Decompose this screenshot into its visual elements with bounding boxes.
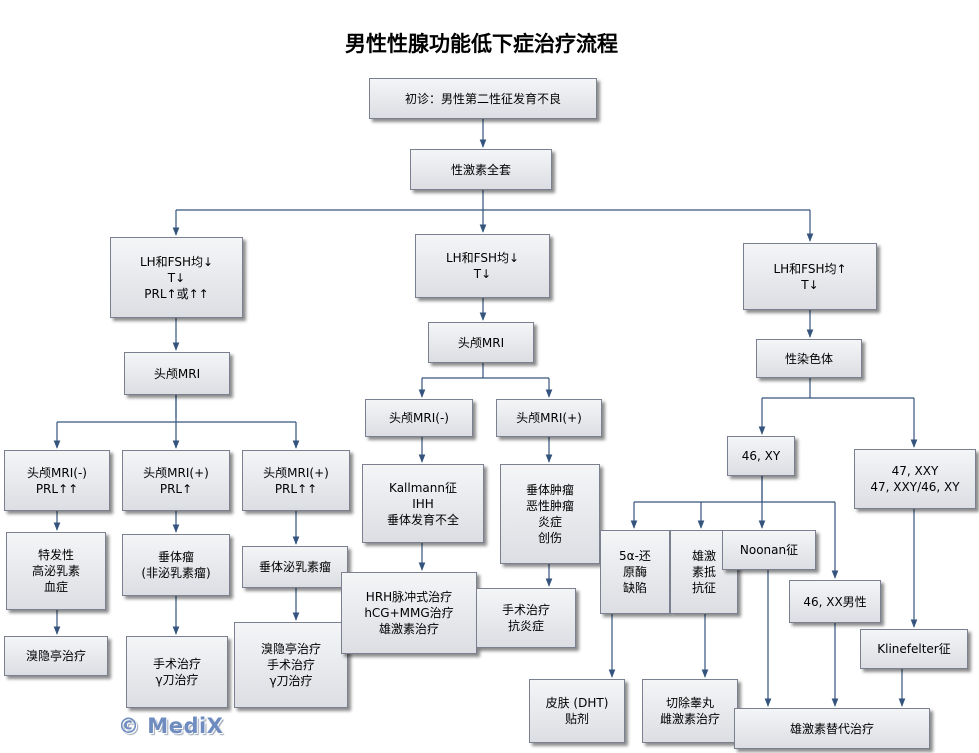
karyotype-node: 性染色体	[756, 339, 862, 378]
pituitary-causes-node: 垂体肿瘤恶性肿瘤炎症创伤	[500, 464, 600, 564]
node-text-line: 皮肤 (DHT)	[545, 696, 609, 710]
node-text-line: 炎症	[537, 515, 562, 529]
bromo-surgery-gamma-node: 溴隐亭治疗手术治疗 γ刀治疗	[234, 622, 348, 708]
node-text-line: γ刀治疗	[269, 674, 313, 688]
hormone-panel-node: 性激素全套	[410, 149, 552, 190]
node-text-line: 头颅MRI	[153, 366, 201, 381]
node-text-line: 头颅MRI(+)	[516, 411, 582, 425]
node-text-line: 雄激	[691, 549, 716, 563]
node-text-line: 贴剂	[564, 712, 589, 726]
node-text-line: PRL↑	[159, 481, 193, 496]
node-text-line: 雄激素替代治疗	[789, 721, 874, 736]
node-text-line: 雄激素治疗	[378, 622, 439, 636]
androgen-replacement-node: 雄激素替代治疗	[734, 708, 930, 749]
node-text-line: T↓	[801, 277, 819, 292]
left-mri-node: 头颅MRI	[124, 352, 230, 395]
l-mri-pos2-node: 头颅MRI(+)PRL↑↑	[242, 450, 350, 511]
node-text-line: 手术治疗	[266, 658, 315, 672]
k-47xxy-node: 47, XXY 47, XXY/46, XY	[854, 449, 976, 509]
node-text-line: 头颅MRI(+)	[263, 465, 329, 480]
node-text-line: (非泌乳素瘤)	[141, 566, 211, 580]
middle-mri-node: 头颅MRI	[428, 322, 534, 363]
node-text-line: 头颅MRI(+)	[143, 465, 209, 480]
node-text-line: hCG+MMG治疗	[364, 606, 454, 620]
node-text-line: Kallmann征	[389, 480, 457, 495]
node-text-line: 46, XY	[741, 449, 781, 463]
node-text-line: PRL↑↑	[274, 481, 318, 496]
five-alpha-node: 5α-还原酶缺陷	[600, 530, 670, 614]
watermark-logo: © MediX	[118, 714, 224, 738]
node-text-line: 创伤	[537, 531, 562, 545]
node-text-line: LH和FSH均↓	[445, 251, 520, 265]
node-text-line: Noonan征	[739, 543, 799, 557]
node-text-line: 高泌乳素	[31, 564, 80, 578]
node-text-line: 血症	[43, 580, 68, 594]
left-branch-node: LH和FSH均↓T↓PRL↑或↑↑	[110, 237, 243, 318]
node-text-line: HRH脉冲式治疗	[365, 590, 453, 604]
m-mri-pos-node: 头颅MRI(+)	[496, 399, 602, 437]
node-text-line: 46, XX男性	[803, 594, 867, 609]
node-text-line: 缺陷	[622, 581, 647, 595]
idiopathic-node: 特发性高泌乳素血症	[6, 532, 106, 610]
node-text-line: PRL↑↑	[35, 481, 79, 496]
skin-dht-node: 皮肤 (DHT) 贴剂	[529, 679, 625, 743]
node-text-line: 恶性肿瘤	[525, 499, 574, 513]
hrh-treatment-node: HRH脉冲式治疗 hCG+MMG治疗雄激素治疗	[341, 572, 477, 654]
node-text-line: 雌激素治疗	[659, 712, 720, 726]
node-text-line: 原酶	[622, 565, 647, 579]
node-text-line: 性激素全套	[450, 162, 511, 177]
middle-branch-node: LH和FSH均↓ T↓	[415, 234, 550, 298]
node-text-line: 垂体泌乳素瘤	[258, 560, 331, 574]
node-text-line: 初诊：男性第二性征发育不良	[404, 91, 561, 106]
surgery-antiinflam-node: 手术治疗抗炎症	[476, 588, 576, 648]
node-text-line: 垂体发育不全	[386, 512, 459, 527]
node-text-line: γ刀治疗	[155, 673, 199, 687]
node-text-line: T↓	[167, 270, 186, 285]
l-mri-neg-node: 头颅MRI(-)PRL↑↑	[4, 450, 110, 511]
xx-male-node: 46, XX男性	[789, 580, 881, 623]
noonan-node: Noonan征	[722, 530, 816, 570]
klinefelter-node: Klinefelter征	[860, 629, 968, 669]
node-text-line: T↓	[473, 267, 492, 281]
node-text-line: 抗征	[691, 581, 716, 595]
node-text-line: 性染色体	[784, 351, 833, 366]
node-text-line: 头颅MRI(-)	[389, 411, 449, 425]
bromocriptine-node: 溴隐亭治疗	[4, 636, 108, 676]
node-text-line: PRL↑或↑↑	[144, 286, 209, 301]
node-text-line: 特发性	[37, 548, 74, 562]
node-text-line: 5α-还	[619, 549, 651, 563]
node-text-line: 手术治疗	[501, 603, 550, 617]
node-text-line: IHH	[412, 496, 434, 511]
page-title: 男性性腺功能低下症治疗流程	[345, 31, 618, 56]
node-text-line: 切除睾丸	[665, 696, 714, 710]
node-text-line: 溴隐亭治疗	[25, 649, 86, 663]
orchiectomy-node: 切除睾丸雌激素治疗	[642, 679, 738, 743]
node-text-line: 溴隐亭治疗	[260, 642, 321, 656]
node-text-line: 47, XXY	[891, 464, 939, 478]
m-mri-neg-node: 头颅MRI(-)	[365, 399, 473, 437]
node-text-line: 垂体肿瘤	[525, 483, 574, 497]
node-text-line: LH和FSH均↑	[773, 261, 847, 276]
l-mri-pos1-node: 头颅MRI(+)PRL↑	[122, 450, 230, 511]
node-text-line: Klinefelter征	[877, 642, 951, 656]
node-text-line: 头颅MRI(-)	[27, 465, 87, 480]
k-46xy-node: 46, XY	[727, 436, 795, 476]
nonsecreting-tumor-node: 垂体瘤 (非泌乳素瘤)	[122, 534, 230, 596]
node-text-line: 抗炎症	[507, 619, 544, 633]
node-text-line: 手术治疗	[152, 657, 201, 671]
node-text-line: 头颅MRI	[457, 335, 505, 350]
initial-node: 初诊：男性第二性征发育不良	[369, 78, 597, 119]
right-branch-node: LH和FSH均↑T↓	[743, 243, 877, 310]
node-text-line: 素抵	[691, 565, 716, 579]
prolactinoma-node: 垂体泌乳素瘤	[242, 546, 348, 588]
node-text-line: 垂体瘤	[157, 550, 194, 564]
node-text-line: 47, XXY/46, XY	[870, 480, 960, 494]
surgery-gamma-node: 手术治疗 γ刀治疗	[126, 636, 228, 708]
node-text-line: LH和FSH均↓	[139, 254, 214, 269]
